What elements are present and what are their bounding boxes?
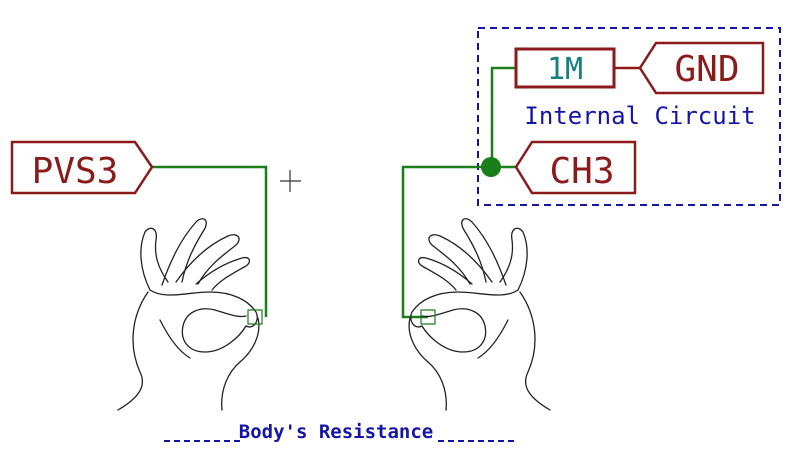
ch3-label-text: CH3 (549, 151, 614, 192)
internal-circuit-box (477, 27, 781, 206)
gnd-label-text: GND (674, 49, 739, 90)
gnd-label[interactable]: GND (638, 41, 765, 95)
internal-circuit-note: Internal Circuit (524, 102, 755, 130)
wires (152, 66, 640, 319)
right-hand-illustration (408, 218, 551, 411)
left-hand-illustration (117, 218, 263, 411)
resistor-value-text: 1M (547, 52, 583, 87)
wire-pvs3-to-left-hand (152, 165, 268, 317)
ch3-label[interactable]: CH3 (514, 140, 637, 195)
wire-ch3-to-right-hand (401, 165, 516, 319)
body-resistance-note: Body's Resistance (239, 421, 433, 443)
resistor-1m[interactable]: 1M (514, 47, 616, 89)
pvs3-label-text: PVS3 (32, 151, 119, 192)
junction-dot (481, 157, 501, 177)
pvs3-label[interactable]: PVS3 (10, 140, 154, 195)
wire-resistor-to-node (490, 66, 516, 167)
crosshair-icon (280, 170, 301, 192)
